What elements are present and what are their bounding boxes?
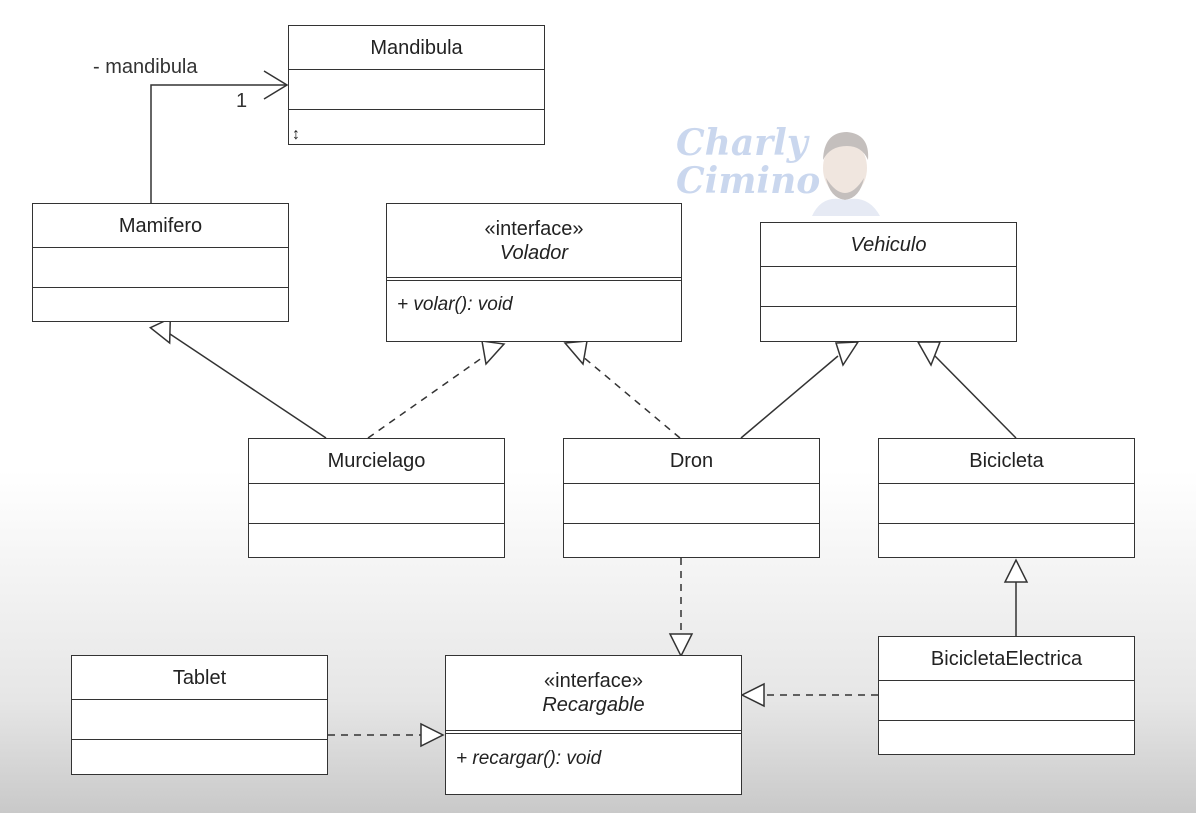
hollow-triangle-head — [668, 633, 694, 658]
interface-header: «interface» Volador — [387, 204, 681, 281]
hollow-triangle-head — [420, 722, 445, 748]
association-multiplicity-label: 1 — [236, 90, 248, 112]
generalization-line-dron-vehiculo — [740, 355, 839, 439]
hollow-triangle-head — [481, 340, 506, 366]
class-mandibula[interactable]: Mandibula — [288, 25, 545, 145]
operations-compartment: + recargar(): void — [446, 734, 741, 784]
realization-line-dron-volador — [581, 355, 681, 439]
watermark-face-icon — [812, 132, 880, 216]
attributes-compartment — [289, 70, 544, 110]
class-tablet[interactable]: Tablet — [71, 655, 328, 775]
hollow-triangle-head — [834, 341, 860, 367]
interface-volador[interactable]: «interface» Volador + volar(): void — [386, 203, 682, 342]
attributes-compartment — [761, 267, 1016, 307]
stereotype-label: «interface» — [484, 217, 584, 240]
class-mamifero[interactable]: Mamifero — [32, 203, 289, 322]
class-name: BicicletaElectrica — [879, 637, 1134, 681]
class-name: Mandibula — [289, 26, 544, 70]
class-bicicleta-electrica-name: BicicletaElectrica — [930, 647, 1083, 670]
channel-watermark: Charly Cimino — [676, 124, 886, 216]
interface-recargable-name: Recargable — [542, 694, 645, 716]
attributes-compartment — [72, 700, 327, 740]
interface-volador-name: Volador — [499, 241, 569, 264]
stereotype-label: «interface» — [544, 670, 643, 692]
attributes-compartment — [249, 484, 504, 524]
class-dron-name: Dron — [669, 450, 714, 472]
class-bicicleta-electrica[interactable]: BicicletaElectrica — [878, 636, 1135, 755]
class-name: Dron — [564, 439, 819, 484]
generalization-line-bicicleta-vehiculo — [933, 354, 1017, 439]
hollow-triangle-head — [148, 317, 172, 345]
resize-cursor-icon: ↕ — [292, 126, 300, 143]
class-bicicleta-name: Bicicleta — [969, 450, 1044, 472]
operation-recargar: + recargar(): void — [456, 748, 602, 769]
class-vehiculo-name: Vehiculo — [850, 233, 927, 256]
class-dron[interactable]: Dron — [563, 438, 820, 558]
open-arrow-head — [263, 70, 289, 100]
class-bicicleta[interactable]: Bicicleta — [878, 438, 1135, 558]
operation-volar: + volar(): void — [397, 294, 513, 315]
attributes-compartment — [564, 484, 819, 524]
interface-header: «interface» Recargable — [446, 656, 741, 734]
attributes-compartment — [33, 248, 288, 288]
association-role-label: - mandibula — [93, 56, 198, 78]
class-tablet-name: Tablet — [172, 666, 227, 689]
hollow-triangle-head — [740, 682, 765, 708]
realization-line-murcielago-volador — [367, 354, 487, 439]
class-name: Murcielago — [249, 439, 504, 484]
class-vehiculo[interactable]: Vehiculo — [760, 222, 1017, 342]
hollow-triangle-head — [916, 341, 942, 367]
interface-recargable[interactable]: «interface» Recargable + recargar(): voi… — [445, 655, 742, 795]
class-mandibula-name: Mandibula — [370, 36, 463, 59]
watermark-line-2: Cimino — [676, 160, 821, 202]
association-line-mamifero-mandibula — [150, 84, 287, 203]
class-name: Vehiculo — [761, 223, 1016, 267]
attributes-compartment — [879, 681, 1134, 721]
class-murcielago-name: Murcielago — [327, 450, 426, 472]
watermark-line-1: Charly — [676, 122, 808, 164]
attributes-compartment — [879, 484, 1134, 524]
generalization-line-murcielago-mamifero — [169, 333, 327, 439]
operations-compartment: + volar(): void — [387, 281, 681, 329]
class-mamifero-name: Mamifero — [118, 214, 203, 237]
class-murcielago[interactable]: Murcielago — [248, 438, 505, 558]
hollow-triangle-head — [1003, 558, 1029, 583]
class-name: Tablet — [72, 656, 327, 700]
class-name: Bicicleta — [879, 439, 1134, 484]
hollow-triangle-head — [563, 340, 588, 366]
class-name: Mamifero — [33, 204, 288, 248]
